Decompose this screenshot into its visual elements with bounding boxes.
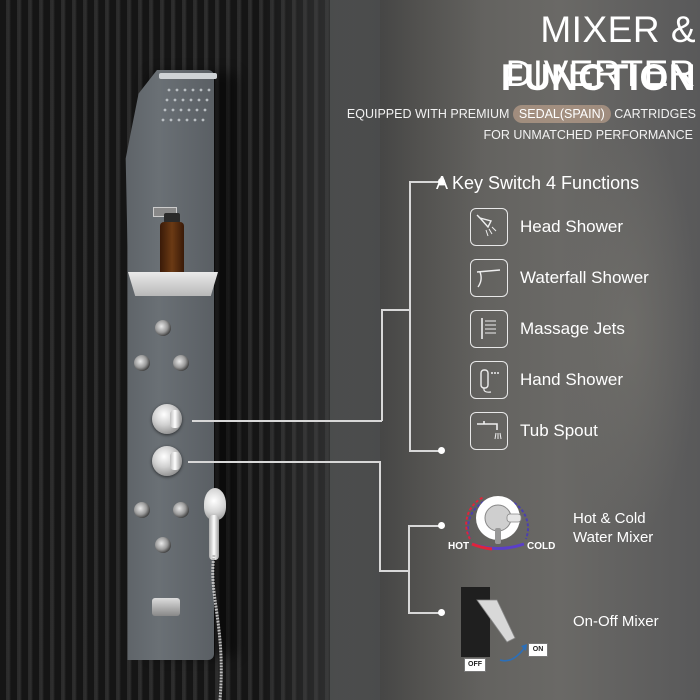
connector-line [192, 420, 382, 422]
head-shower-icon [470, 208, 508, 246]
connector-line [188, 461, 380, 463]
background-blur [560, 120, 700, 540]
connector-line [381, 309, 383, 421]
hot-cold-label-line-1: Hot & Cold [573, 510, 646, 527]
connector-line [408, 525, 441, 527]
massage-jets-icon [470, 310, 508, 348]
function-item: Head Shower [470, 208, 690, 248]
shower-hose [211, 555, 223, 700]
hand-shower-icon [470, 361, 508, 399]
function-label: Hand Shower [520, 370, 624, 389]
subtitle-suffix: CARTRIDGES [610, 107, 696, 121]
body-jet-nozzle [155, 320, 171, 336]
function-label: Head Shower [520, 217, 624, 236]
diverter-knob-handle [170, 410, 180, 428]
function-item: Hand Shower [470, 361, 690, 401]
mixer-knob-handle [170, 452, 180, 470]
connector-line [409, 181, 441, 183]
background-blur [380, 0, 480, 700]
waterfall-shower-icon [470, 259, 508, 297]
connector-dot [438, 522, 445, 529]
body-jet-nozzle [173, 502, 189, 518]
body-jet-nozzle [155, 537, 171, 553]
hand-shower [204, 488, 226, 520]
connector-line [409, 181, 411, 451]
rain-shower-head [159, 73, 217, 122]
body-jet-nozzle [173, 355, 189, 371]
hose-outlet [152, 598, 180, 616]
connector-line [379, 570, 409, 572]
function-item: Waterfall Shower [470, 259, 690, 299]
connector-line [408, 525, 410, 613]
soap-bottle [160, 222, 184, 277]
bottle-cap [164, 213, 180, 223]
functions-heading: A Key Switch 4 Functions [436, 173, 640, 193]
subtitle-prefix: EQUIPPED WITH PREMIUM [346, 107, 513, 121]
function-label: Waterfall Shower [520, 268, 649, 287]
title-line-1: MIXER & DIVERTER [505, 9, 696, 94]
thermostatic-mixer-icon [465, 496, 529, 551]
connector-dot [438, 447, 445, 454]
brand-highlight: SEDAL(SPAIN) [512, 105, 611, 123]
off-badge: OFF [464, 658, 486, 672]
function-label: Massage Jets [520, 319, 625, 338]
function-item: Massage Jets [470, 310, 690, 350]
connector-line [381, 309, 410, 311]
hot-label: HOT [448, 541, 470, 552]
connector-dot [438, 178, 445, 185]
hand-shower-handle [209, 515, 219, 560]
shelf [128, 272, 218, 296]
connector-dot [438, 609, 445, 616]
cold-label: COLD [527, 541, 556, 552]
connector-line [409, 450, 441, 452]
hot-cold-label-line-2: Water Mixer [573, 529, 654, 546]
on-off-label: On-Off Mixer [573, 613, 659, 630]
connector-line [379, 461, 381, 571]
subtitle-line-2: FOR UNMATCHED PERFORMANCE [483, 128, 694, 142]
function-label: Tub Spout [520, 421, 598, 440]
on-badge: ON [528, 643, 548, 657]
subtitle: EQUIPPED WITH PREMIUM SEDAL(SPAIN) CARTR… [300, 105, 696, 123]
lever-mixer-icon [461, 587, 527, 662]
title-line-2: FUNCTION [500, 57, 696, 98]
body-jet-nozzle [134, 355, 150, 371]
body-jet-nozzle [134, 502, 150, 518]
background-fade [260, 0, 380, 700]
connector-line [408, 612, 441, 614]
tub-spout-icon [470, 412, 508, 450]
function-item: Tub Spout [470, 412, 690, 452]
